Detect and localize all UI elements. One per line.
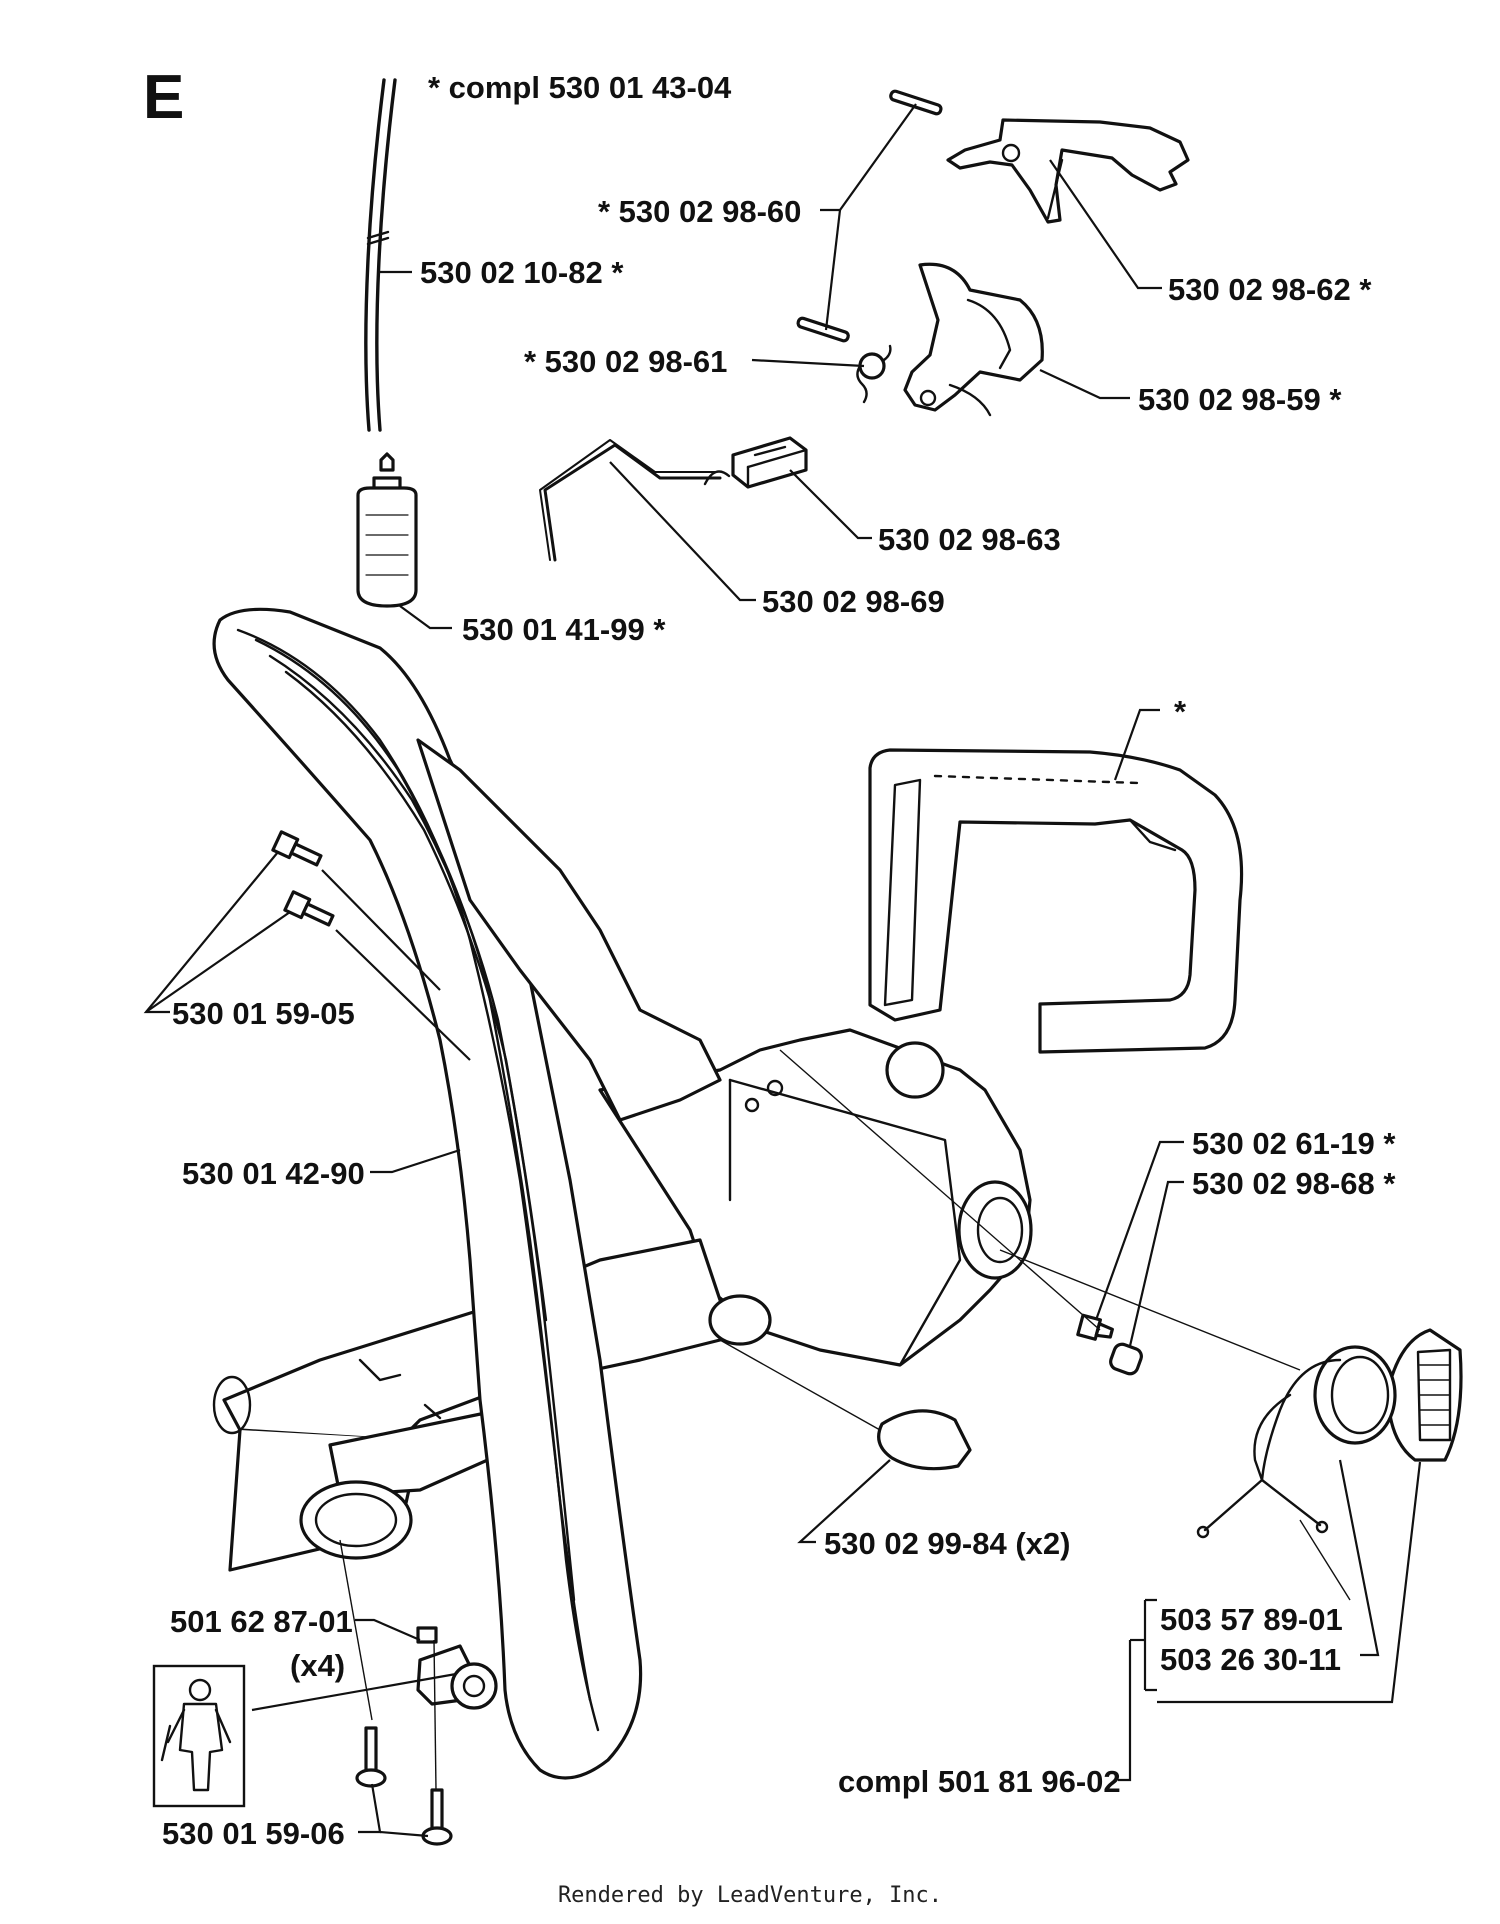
throttle-trigger (903, 262, 1044, 417)
label-nut: 530 02 98-68 * (1192, 1166, 1396, 1201)
front-handle (212, 607, 722, 1780)
label-throttle-lockout: 530 02 98-62 * (1168, 272, 1372, 307)
label-throttle-rod: 530 02 98-69 (762, 584, 945, 619)
section-letter: E (143, 63, 184, 132)
handle-housing (212, 748, 1244, 1572)
label-av-element-qty: (x4) (290, 1648, 345, 1683)
label-fuel-filter: 530 01 41-99 * (462, 612, 666, 647)
label-cap-part-1: 503 57 89-01 (1160, 1602, 1343, 1637)
label-screw: 530 02 61-19 * (1192, 1126, 1396, 1161)
footer-credit: Rendered by LeadVenture, Inc. (558, 1883, 942, 1908)
label-throttle-trigger: 530 02 98-59 * (1138, 382, 1342, 417)
av-buffer (877, 1409, 972, 1471)
label-fuel-hose-compl: * compl 530 01 43-04 (428, 70, 732, 105)
label-handle-screws: 530 01 59-05 (172, 996, 355, 1031)
label-pin: * 530 02 98-60 (598, 194, 801, 229)
fuel-hose (364, 78, 397, 432)
label-spring: * 530 02 98-61 (524, 344, 727, 379)
label-cap-part-2: 503 26 30-11 (1160, 1642, 1341, 1677)
label-rubber-pad: 530 02 98-63 (878, 522, 1061, 557)
throttle-rod (539, 439, 731, 562)
spring (856, 344, 892, 404)
label-front-handle: 530 01 42-90 (182, 1156, 365, 1191)
manual-operator-icon (152, 1664, 246, 1808)
label-fuel-hose: 530 02 10-82 * (420, 255, 624, 290)
leader-lines (143, 103, 1422, 1838)
av-element (416, 1626, 498, 1710)
fuel-filter (356, 452, 418, 608)
label-fuel-cap-compl: compl 501 81 96-02 (838, 1764, 1121, 1799)
throttle-lockout (946, 118, 1190, 224)
fuel-cap (1196, 1328, 1463, 1539)
pin-upper (889, 89, 943, 116)
screw-nut-set (1076, 1313, 1143, 1376)
handle-screws (271, 830, 335, 927)
rubber-pad (731, 436, 808, 489)
label-av-element: 501 62 87-01 (170, 1604, 353, 1639)
label-av-buffer: 530 02 99-84 (x2) (824, 1526, 1070, 1561)
label-handle-housing: * (1174, 694, 1187, 729)
pin-lower (796, 316, 850, 343)
av-screws-lower (355, 1726, 453, 1846)
label-bottom-screws: 530 01 59-06 (162, 1816, 345, 1851)
